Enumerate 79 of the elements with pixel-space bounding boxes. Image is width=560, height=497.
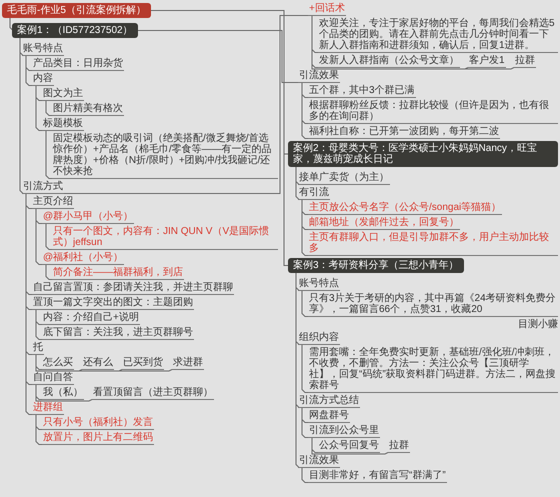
branch-label: 公众号回复号 — [318, 440, 380, 453]
topic-box: 案例3：考研资料分享（三想小青年） — [288, 258, 464, 273]
branch-label: 拉群 — [388, 440, 410, 453]
branch-label: 客户发1 — [468, 55, 506, 68]
branch-label: 简介备注——福群福利，到店 — [52, 267, 184, 280]
branch-label: 根据群聊粉丝反馈：拉群比较慢（但许是因为，也有很多的在询问群） — [308, 100, 558, 124]
branch-label: 有引流 — [298, 187, 330, 200]
topic-box: 案例1：（ID577237502） — [12, 23, 138, 38]
branch-label: 引流方式 — [22, 181, 64, 194]
branch-label: 放置片，图片上有二维码 — [42, 432, 154, 445]
connector-line — [36, 208, 42, 265]
branch-label: 图文为主 — [42, 88, 84, 101]
branch-label: 只有小号（福利社）发言 — [42, 417, 154, 430]
branch-label: 固定模板动态的吸引词（绝美搭配/微乏舞烧/首选惊作价）+产品名（棉毛巾/零食等——有一定的品牌热度）+价格（N折/限时）+团购冲/找我砸记/还不快来抢 — [52, 133, 278, 179]
connector-line — [302, 344, 308, 393]
branch-label: 欢迎关注，专注于家居好物的平台，每周我们会精选5个品类的团购。请在入群前先点击几分钟时间看一下新人入群指南和进群须知，确认后，回复1进群。 — [318, 18, 558, 53]
connector-line — [296, 166, 300, 200]
branch-label: 主页放公众号名字（公众号/songai等猫猫） — [308, 202, 502, 215]
branch-label: 网盘群号 — [308, 410, 350, 423]
branch-label: 福利社自称：已开第一波团购，每开第二波 — [308, 126, 500, 139]
connector-line — [302, 200, 308, 256]
branch-label: 底下留言：关注我，进主页群聊号 — [42, 327, 194, 340]
branch-label: @福利社（小号） — [42, 252, 124, 265]
branch-label: 引流到公众号里 — [308, 425, 380, 438]
branch-label: 内容 — [32, 73, 54, 86]
connector-line — [36, 414, 42, 445]
branch-label: +回话术 — [308, 3, 346, 16]
connector-line — [138, 30, 298, 83]
branch-label: 五个群，其中3个群已满 — [308, 85, 416, 98]
connector-line — [302, 82, 308, 139]
branch-label: 引流方式总结 — [298, 395, 360, 408]
connector-line — [36, 86, 42, 131]
connector-line — [296, 272, 300, 468]
branch-label: 账号特点 — [298, 278, 340, 291]
branch-label: 托 — [32, 342, 44, 355]
branch-label: 需用套嘴：全年免费实时更新，基础班/强化班/冲刺班，不收费，不删管。方法一：关注公众号【三顶研学社】，回复“码统”获取资料群门码进群。方法二，网盘搜索群号 — [308, 347, 558, 393]
branch-label: 账号特点 — [22, 43, 64, 56]
branch-label: 图片精美有格次 — [52, 103, 124, 116]
connector-line — [302, 408, 308, 438]
connector-line — [36, 310, 42, 340]
connector-line — [46, 224, 52, 250]
branch-label: 邮箱地址（发邮件过去，回复号） — [308, 217, 460, 230]
branch-label: 产品类目：日用杂货 — [32, 58, 124, 71]
branch-label: 拉群 — [514, 55, 536, 68]
branch-label: 接单广卖货（为主） — [298, 172, 390, 185]
branch-label: 发新人入群指南（公众号文章） — [318, 55, 460, 68]
branch-label: 进群组 — [32, 402, 64, 415]
branch-label: 置顶一篇文字突出的图文：主题团购 — [32, 297, 194, 310]
connector-line — [20, 38, 24, 194]
branch-label: 看置顶留言（进主页群聊） — [92, 387, 214, 400]
note-text: 目测小赚 — [518, 319, 558, 330]
connector-line — [302, 290, 308, 317]
topic-box: 案例2：母婴类大号：医学类硕士小朱妈妈Nancy，旺宝家，蔑兹萌宠成长日记 — [288, 141, 558, 167]
root-topic-box: 毛毛雨-作业5（引流案例拆解） — [2, 3, 151, 18]
connector-line — [302, 468, 308, 483]
branch-label: 我（私） — [42, 387, 84, 400]
branch-label: 主页有群聊入口，但是引导加群不多，用户主动加比较多 — [308, 232, 558, 256]
branch-label: 引流效果 — [298, 70, 340, 83]
connector-line — [10, 18, 14, 31]
branch-label: @群小马甲（小号） — [42, 211, 134, 224]
branch-label: 还有么 — [82, 357, 114, 370]
branch-label: 引流效果 — [298, 455, 340, 468]
branch-label: 组织内容 — [298, 332, 340, 345]
branch-label: 标题模板 — [42, 118, 84, 131]
connector-line — [46, 100, 52, 116]
branch-label: 自问自答 — [32, 372, 74, 385]
branch-label: 求进群 — [172, 357, 204, 370]
branch-label: 自己留言置顶：参团请关注我，并进主页群聊 — [32, 282, 234, 295]
branch-label: 已买到货 — [122, 357, 164, 370]
branch-label: 主页介绍 — [32, 196, 74, 209]
branch-label: 只有一个图文，内容有：JIN QUN V（V是国际惯式）jeffsun — [52, 226, 278, 250]
branch-label: 怎么买 — [42, 357, 74, 370]
connector-line — [26, 56, 32, 86]
branch-label: 内容：介绍自己+说明 — [42, 312, 140, 325]
connector-line — [46, 130, 52, 179]
connector-line — [64, 15, 308, 194]
connector-line — [46, 264, 52, 280]
branch-label: 目测非常好，有留言写“群满了” — [308, 470, 447, 483]
branch-label: 只有3片关于考研的内容，其中再篇《24考研资料免费分享》，一篇留言66个，点赞31，收藏20 — [308, 293, 558, 317]
